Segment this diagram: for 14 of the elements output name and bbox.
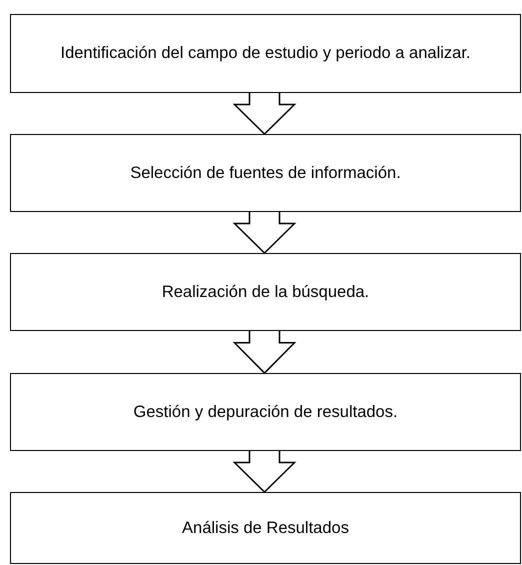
process-box (10, 492, 521, 564)
process-box (10, 373, 521, 451)
process-box (10, 253, 521, 331)
block-arrow (232, 92, 296, 136)
step-text: Gestión y depuración de resultados. (133, 402, 398, 422)
step-text: Análisis de Resultados (182, 518, 349, 538)
step-text: Realización de la búsqueda. (162, 282, 370, 302)
process-box (10, 134, 521, 212)
block-arrow (232, 211, 296, 254)
block-arrow (232, 450, 296, 494)
step-text: Identificación del campo de estudio y periodo a analizar. (60, 44, 470, 63)
process-box (10, 14, 521, 93)
block-arrow (232, 330, 296, 374)
step-text: Selección de fuentes de información. (130, 164, 401, 182)
